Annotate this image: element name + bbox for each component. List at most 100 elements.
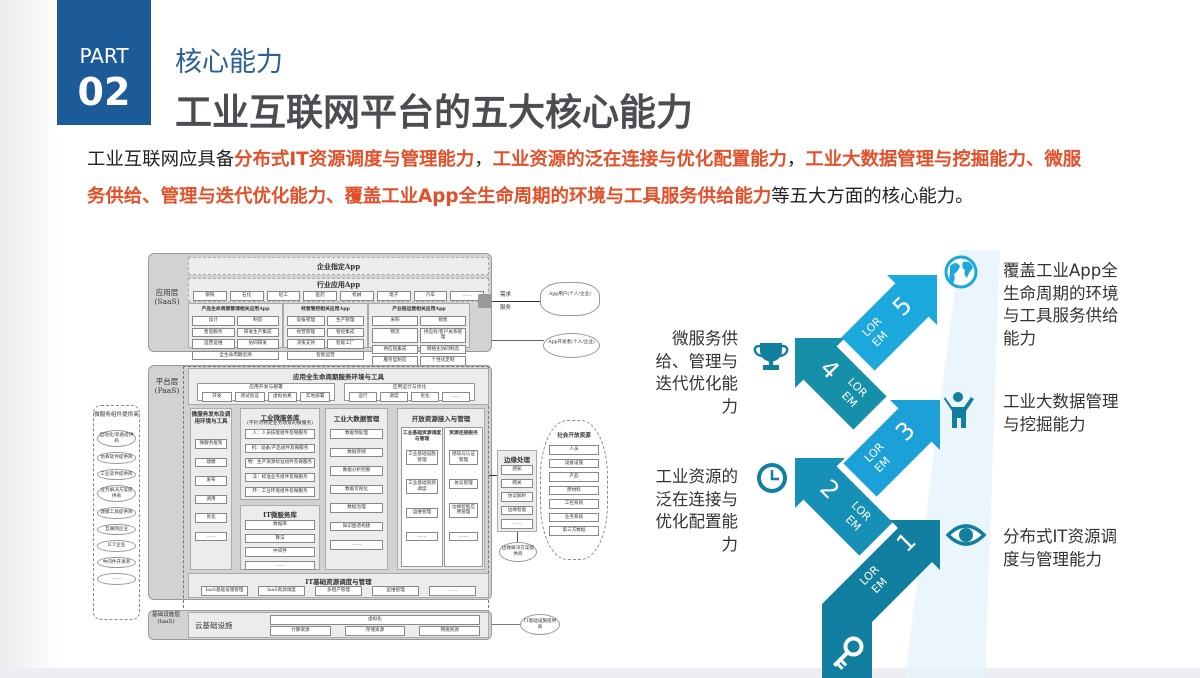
diagram-item: 网关 — [501, 478, 533, 488]
clock-icon — [757, 463, 787, 493]
plm-apps: 产品生命周期管理相关应用App 设计制造售后服务研发生产集成运营运维协同研发全生命… — [188, 303, 283, 360]
diagram-item: 协同研发 — [236, 339, 279, 349]
industry-app: 行业应用App 钢铁石化轻工医药机械电子汽车…… — [188, 278, 489, 302]
diagram-item: 微服务框架 — [195, 439, 227, 449]
chain-title: 产业链运营相关应用App — [392, 306, 446, 312]
diagram-item: 制造 — [236, 316, 279, 326]
eye-icon — [945, 524, 987, 546]
diagram-item: 协议解析 — [501, 492, 533, 502]
diagram-item: 人员 — [549, 445, 599, 455]
diagram-item: …… — [429, 586, 476, 596]
saas-label: 应用层(SaaS) — [154, 288, 180, 307]
connector — [492, 340, 544, 341]
it-provider: IT基础设施提供商 — [520, 614, 560, 635]
highlight-text: 工业大数据管理与挖掘能力、微服务供给、管理与迭代优化能力、覆盖工业App全生命周… — [87, 149, 1082, 207]
part-label: PART — [79, 44, 129, 68]
plm-list: 设计制造售后服务研发生产集成运营运维协同研发全生命周期追溯 — [192, 316, 279, 360]
diagram-item: 数据预处理 — [330, 429, 383, 439]
ops-list: 设备管理生产管理经营管理管控集成决策支持智能工厂智能运营 — [287, 316, 364, 360]
it-infra-title: IT基础资源调度与管理 — [305, 578, 372, 586]
step-arrow-5 — [841, 275, 937, 371]
ms-env-list: 微服务框架建模发布调用优化…… — [195, 439, 227, 541]
diagram-item: 第三方数据 — [549, 526, 599, 536]
diagram-item: 网络化协同制造 — [420, 344, 466, 354]
diagram-item: 钢铁 — [193, 291, 227, 301]
step-caption-2: 工业资源的泛在连接与优化配置能力 — [655, 467, 739, 554]
conn-list: 感知与认证管理协议管理边缘智能应用管理…… — [449, 450, 478, 541]
diagram-item: 设备设施 — [549, 458, 599, 468]
diagram-item: 实地部署 — [300, 392, 330, 402]
dev-title: 应用开发与部署 — [249, 385, 283, 390]
app-user-cloud: App用户(个人/企业) — [540, 282, 600, 316]
diagram-item: 人：人员技能组件及微服务 — [245, 429, 315, 439]
diagram-item: …… — [97, 573, 136, 585]
iaas-label: 基础设施层(IaaS) — [152, 612, 180, 625]
ops-apps: 经营管控相关应用App 设备管理生产管理经营管理管控集成决策支持智能工厂智能运营 — [283, 303, 368, 360]
diagram-item: 边缘智能应用管理 — [449, 502, 478, 518]
diagram-item: 研发生产集成 — [236, 327, 279, 337]
diagram-item: 设计 — [192, 316, 235, 326]
step-caption-1: 分布式IT资源调度与管理能力 — [1003, 527, 1117, 569]
diagram-item: 轻工 — [266, 291, 301, 301]
diagram-item: 经营管理 — [287, 327, 325, 337]
diagram-item: 多租户管理 — [315, 586, 362, 596]
connector — [517, 532, 518, 542]
bigdata-mgmt: 工业大数据管理数据预处理数据存储数据分析挖掘数据可视化数据治理知识图谱构建…… — [325, 408, 388, 570]
diagram-item: 环：工业环境组件及微服务 — [245, 487, 315, 497]
paragraph-text: 等五大方面的核心能力。 — [771, 186, 974, 207]
connector — [492, 301, 542, 302]
ms-env-title: 微服务发布及调用环境与工具 — [191, 412, 231, 425]
diagram-item: 算法 — [245, 533, 315, 543]
diagram-item: 运维管理 — [406, 508, 438, 518]
highlight-text: 分布式IT资源调度与管理能力 — [234, 149, 475, 170]
diagram-item: 感知与认证管理 — [449, 450, 478, 465]
diagram-item: IaaS资源调度 — [258, 586, 305, 596]
diagram-item: 工控系统 — [549, 499, 599, 509]
trophy-icon — [753, 343, 789, 370]
plm-title: 产品生命周期管理相关应用App — [201, 306, 270, 312]
paas-label: 平台层(PaaS) — [154, 377, 180, 396]
diagram-item: 机械 — [340, 291, 374, 301]
diagram-item: 测试验证 — [234, 392, 265, 402]
diagram-item: 工业软件提供商 — [97, 468, 136, 480]
section-subtitle: 核心能力 — [175, 47, 283, 78]
lifecycle-tools: 应用全生命周期服务环境与工具 应用开发与部署开发测试验证虚拟仿真实地部署 应用运… — [188, 368, 489, 405]
gateway-badge — [478, 294, 492, 308]
diagram-item: 数据分析挖掘 — [330, 466, 383, 476]
page-title: 工业互联网平台的五大核心能力 — [175, 91, 693, 134]
diagram-item: …… — [195, 531, 227, 541]
diagram-item: 汽车 — [413, 291, 448, 301]
diagram-item: 发布 — [195, 476, 227, 486]
step-caption-4: 微服务供给、管理与迭代优化能力 — [655, 329, 739, 416]
diagram-item: 数据库 — [245, 520, 315, 530]
diagram-item: …… — [406, 531, 438, 541]
diagram-item: 销售 — [420, 316, 466, 326]
part-number: 02 — [77, 70, 131, 114]
diagram-item: 数据治理 — [330, 503, 383, 513]
diagram-item: 业务系统 — [549, 512, 599, 522]
diagram-item: 智能工厂 — [326, 339, 364, 349]
enterprise-app: 企业指定App — [188, 257, 489, 275]
diagram-item: 仿真软件提供商 — [97, 452, 136, 464]
ops-title: 经营管控相关应用App — [301, 306, 350, 312]
diagram-item: 管控集成 — [326, 327, 364, 337]
diagram-item: 生产管理 — [326, 316, 364, 326]
diagram-item: 知识图谱构建 — [330, 521, 383, 531]
diagram-item: 开发 — [202, 392, 232, 402]
diagram-item: 感知 — [501, 465, 533, 475]
ind-ms-title: 工业微服务库 — [260, 414, 300, 422]
edge-list: 感知网关协议解析边缘智能…… — [501, 465, 533, 529]
app-developer: App开发者(个人/企业) — [543, 333, 600, 358]
background-band — [0, 0, 60, 678]
diagram-item: 工业基础资源调度 — [406, 479, 438, 494]
ind-ms-list: 人：人员技能组件及微服务机：设备/产品组件及微服务物：生产资源标准组件及微服务法… — [245, 429, 315, 497]
diagram-item: 智能运营 — [287, 350, 364, 360]
connector — [492, 624, 520, 625]
bigdata-title: 工业大数据管理 — [333, 415, 380, 423]
conn-title: 资源连接服务 — [449, 430, 478, 436]
person-icon — [944, 392, 974, 428]
basic-res-list: 工业基础设施管理工业基础资源调度运维管理…… — [406, 450, 438, 541]
diagram-item: 物：生产资源标准组件及微服务 — [245, 458, 315, 468]
